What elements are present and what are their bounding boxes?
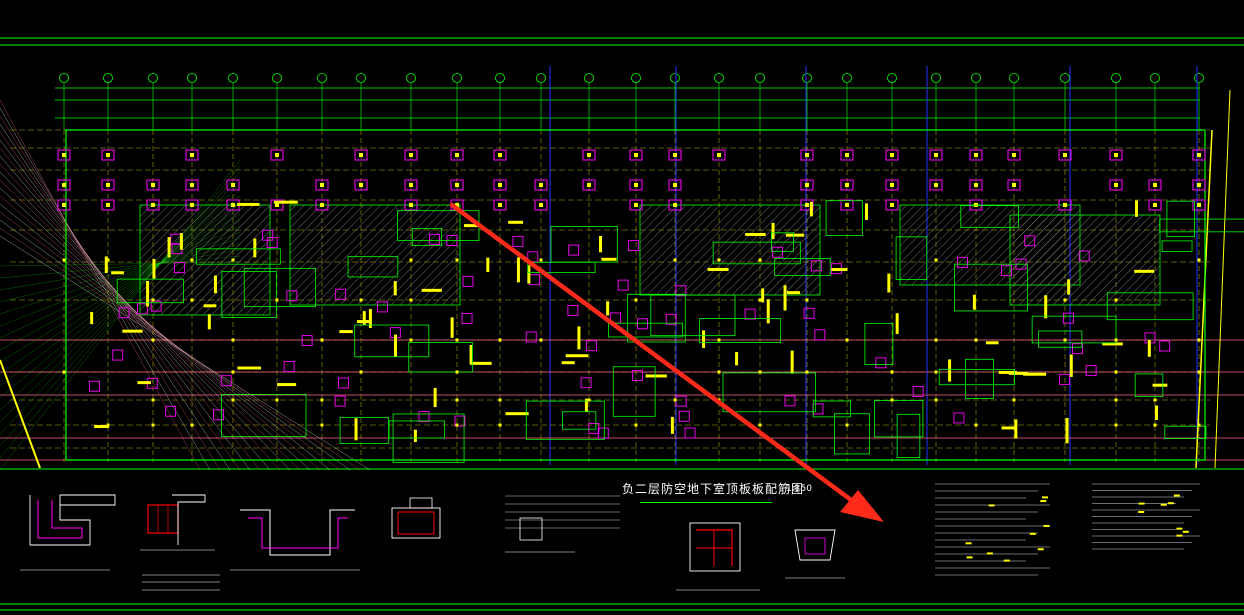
- axis-grid: [55, 73, 1204, 130]
- red-pointer-arrow-icon: [449, 202, 884, 522]
- detail-sections: [20, 483, 1200, 591]
- floor-plan: [0, 66, 1244, 471]
- drawing-title: 负二层防空地下室顶板板配筋图: [622, 482, 805, 496]
- drawing-scale: 1:150: [786, 484, 812, 494]
- drawing-frame: [0, 37, 1244, 611]
- title-underline: [640, 502, 772, 503]
